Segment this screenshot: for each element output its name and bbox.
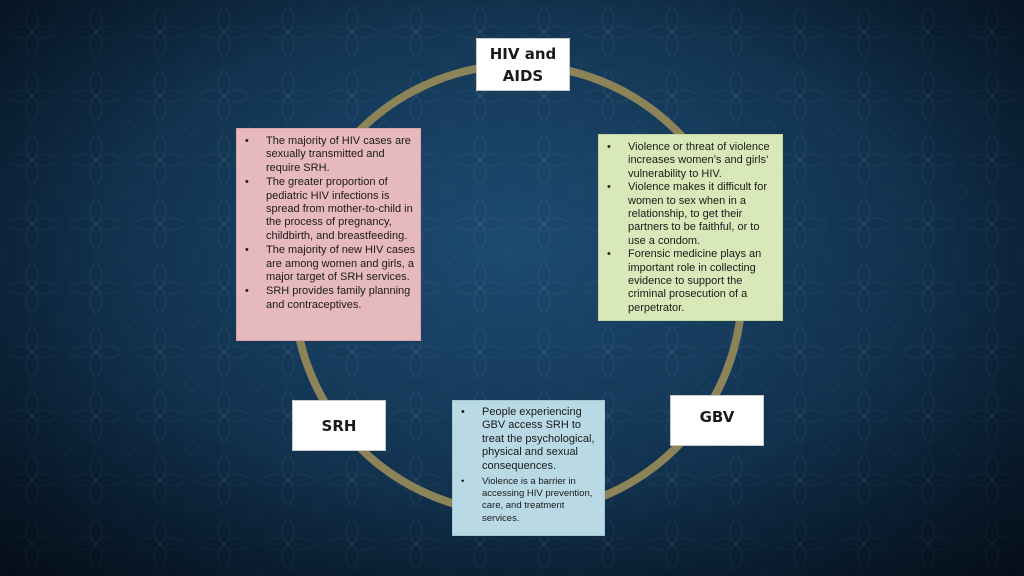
node-hiv-aids-label: HIV and AIDS — [490, 43, 557, 87]
list-item: Forensic medicine plays an important rol… — [600, 248, 778, 315]
list-item: Violence is a barrier in accessing HIV p… — [454, 476, 601, 525]
note-gbv-hiv-list: Violence or threat of violence increases… — [600, 141, 778, 315]
node-gbv: GBV — [670, 395, 764, 446]
node-srh-label: SRH — [321, 416, 357, 435]
node-gbv-label: GBV — [699, 408, 735, 426]
node-srh: SRH — [292, 400, 386, 451]
note-hiv-srh-list: The majority of HIV cases are sexually t… — [238, 135, 416, 312]
list-item: Violence makes it difficult for women to… — [600, 181, 778, 248]
list-item: People experiencing GBV access SRH to tr… — [454, 406, 601, 473]
note-hiv-srh: The majority of HIV cases are sexually t… — [236, 128, 421, 341]
note-gbv-srh: People experiencing GBV access SRH to tr… — [452, 400, 605, 536]
note-gbv-hiv: Violence or threat of violence increases… — [598, 134, 783, 321]
node-hiv-aids: HIV and AIDS — [476, 38, 570, 91]
list-item: The majority of HIV cases are sexually t… — [238, 135, 416, 175]
node-hiv-aids-line1: HIV and — [489, 44, 557, 63]
list-item: SRH provides family planning and contrac… — [238, 285, 416, 312]
list-item: The majority of new HIV cases are among … — [238, 244, 416, 284]
list-item: The greater proportion of pediatric HIV … — [238, 176, 416, 243]
list-item: Violence or threat of violence increases… — [600, 141, 778, 181]
node-hiv-aids-line2: AIDS — [502, 66, 544, 85]
note-gbv-srh-list: People experiencing GBV access SRH to tr… — [454, 406, 601, 525]
